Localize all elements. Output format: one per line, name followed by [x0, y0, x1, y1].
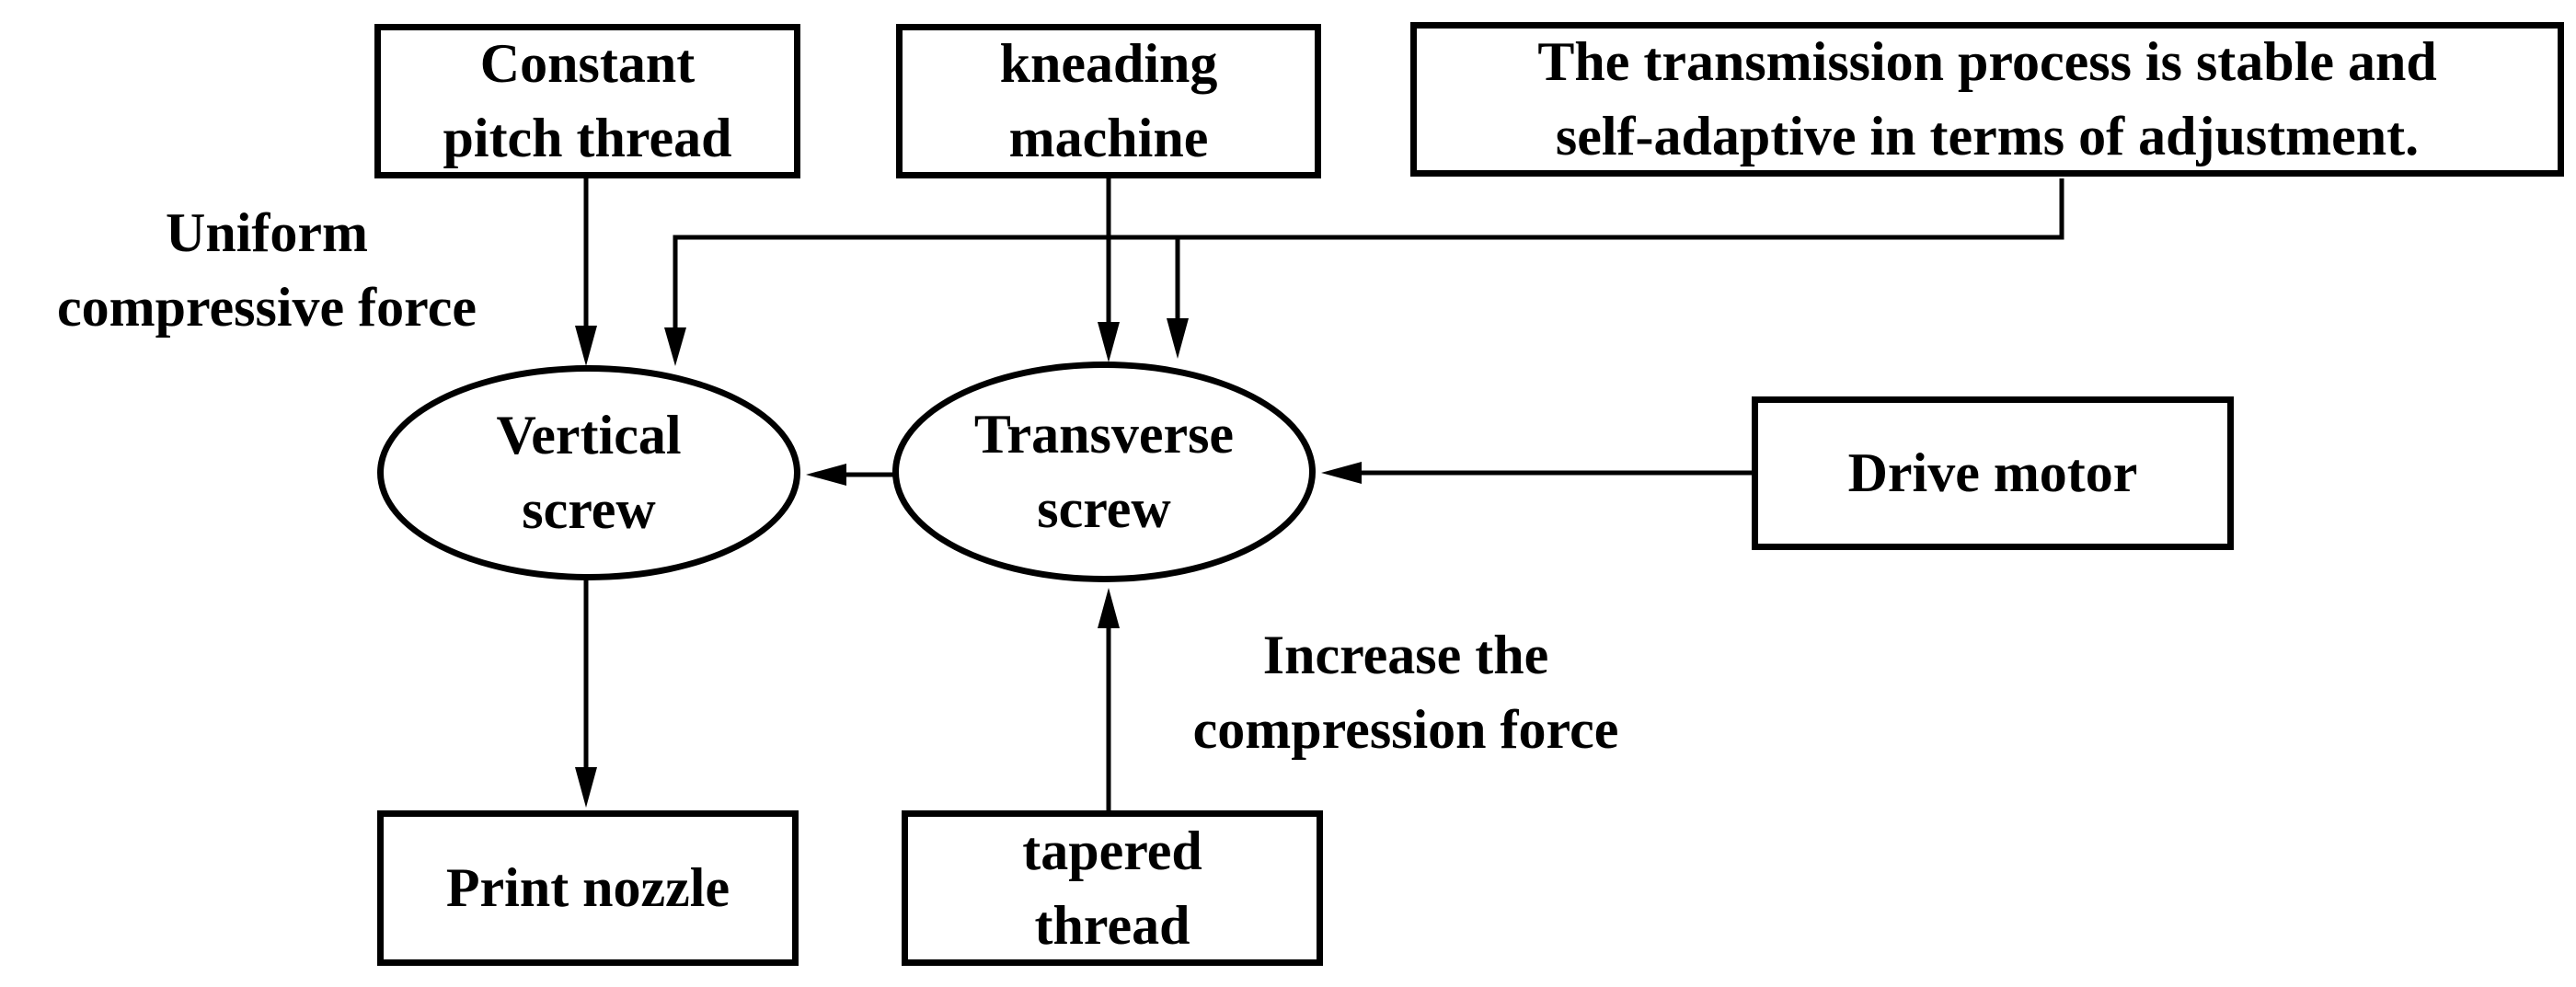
- node-label-line: Transverse: [973, 404, 1235, 465]
- node-label-line: screw: [1037, 478, 1171, 539]
- node-label-line: kneading: [999, 33, 1218, 94]
- node-label-line: thread: [1034, 894, 1190, 956]
- node-transmission-note: The transmission process is stable and s…: [1410, 22, 2564, 177]
- label-increase-compression-force: Increase the compression force: [1121, 618, 1691, 767]
- node-label-line: tapered: [1022, 820, 1202, 881]
- node-tapered-thread: tapered thread: [902, 810, 1323, 966]
- arrow-vertical-to-print-head: [575, 767, 597, 808]
- arrow-drive-to-transverse-head: [1321, 462, 1362, 484]
- label-line: compression force: [1192, 699, 1619, 760]
- node-kneading-machine: kneading machine: [896, 24, 1321, 178]
- arrow-constant-to-vertical-head: [575, 326, 597, 366]
- arrow-transmission-to-vertical-head: [664, 327, 686, 366]
- node-label-line: Vertical: [496, 405, 682, 465]
- arrow-tapered-to-transverse-head: [1098, 588, 1120, 628]
- arrow-transverse-to-vertical-head: [806, 464, 846, 486]
- node-constant-pitch-thread: Constant pitch thread: [374, 24, 800, 178]
- label-line: Increase the: [1262, 625, 1549, 685]
- node-transverse-screw: Transverse screw: [892, 362, 1316, 582]
- label-line: Uniform: [166, 202, 368, 263]
- node-label-line: Print nozzle: [445, 857, 730, 918]
- node-label-line: self-adaptive in terms of adjustment.: [1555, 106, 2420, 166]
- node-label-line: Drive motor: [1847, 442, 2138, 503]
- node-label-line: screw: [522, 479, 656, 540]
- node-label-line: The transmission process is stable and: [1537, 31, 2437, 92]
- node-label-line: pitch thread: [443, 108, 732, 168]
- node-print-nozzle: Print nozzle: [377, 810, 799, 966]
- label-line: compressive force: [57, 277, 477, 338]
- label-uniform-compressive-force: Uniform compressive force: [5, 196, 529, 345]
- arrow-transmission-to-transverse-head: [1167, 318, 1189, 359]
- node-vertical-screw: Vertical screw: [377, 365, 800, 580]
- node-drive-motor: Drive motor: [1752, 396, 2234, 550]
- connector-transmission-long-line: [673, 178, 2064, 331]
- node-label-line: machine: [1008, 108, 1209, 168]
- node-label-line: Constant: [479, 33, 696, 94]
- arrow-kneading-to-transverse-head: [1098, 322, 1120, 362]
